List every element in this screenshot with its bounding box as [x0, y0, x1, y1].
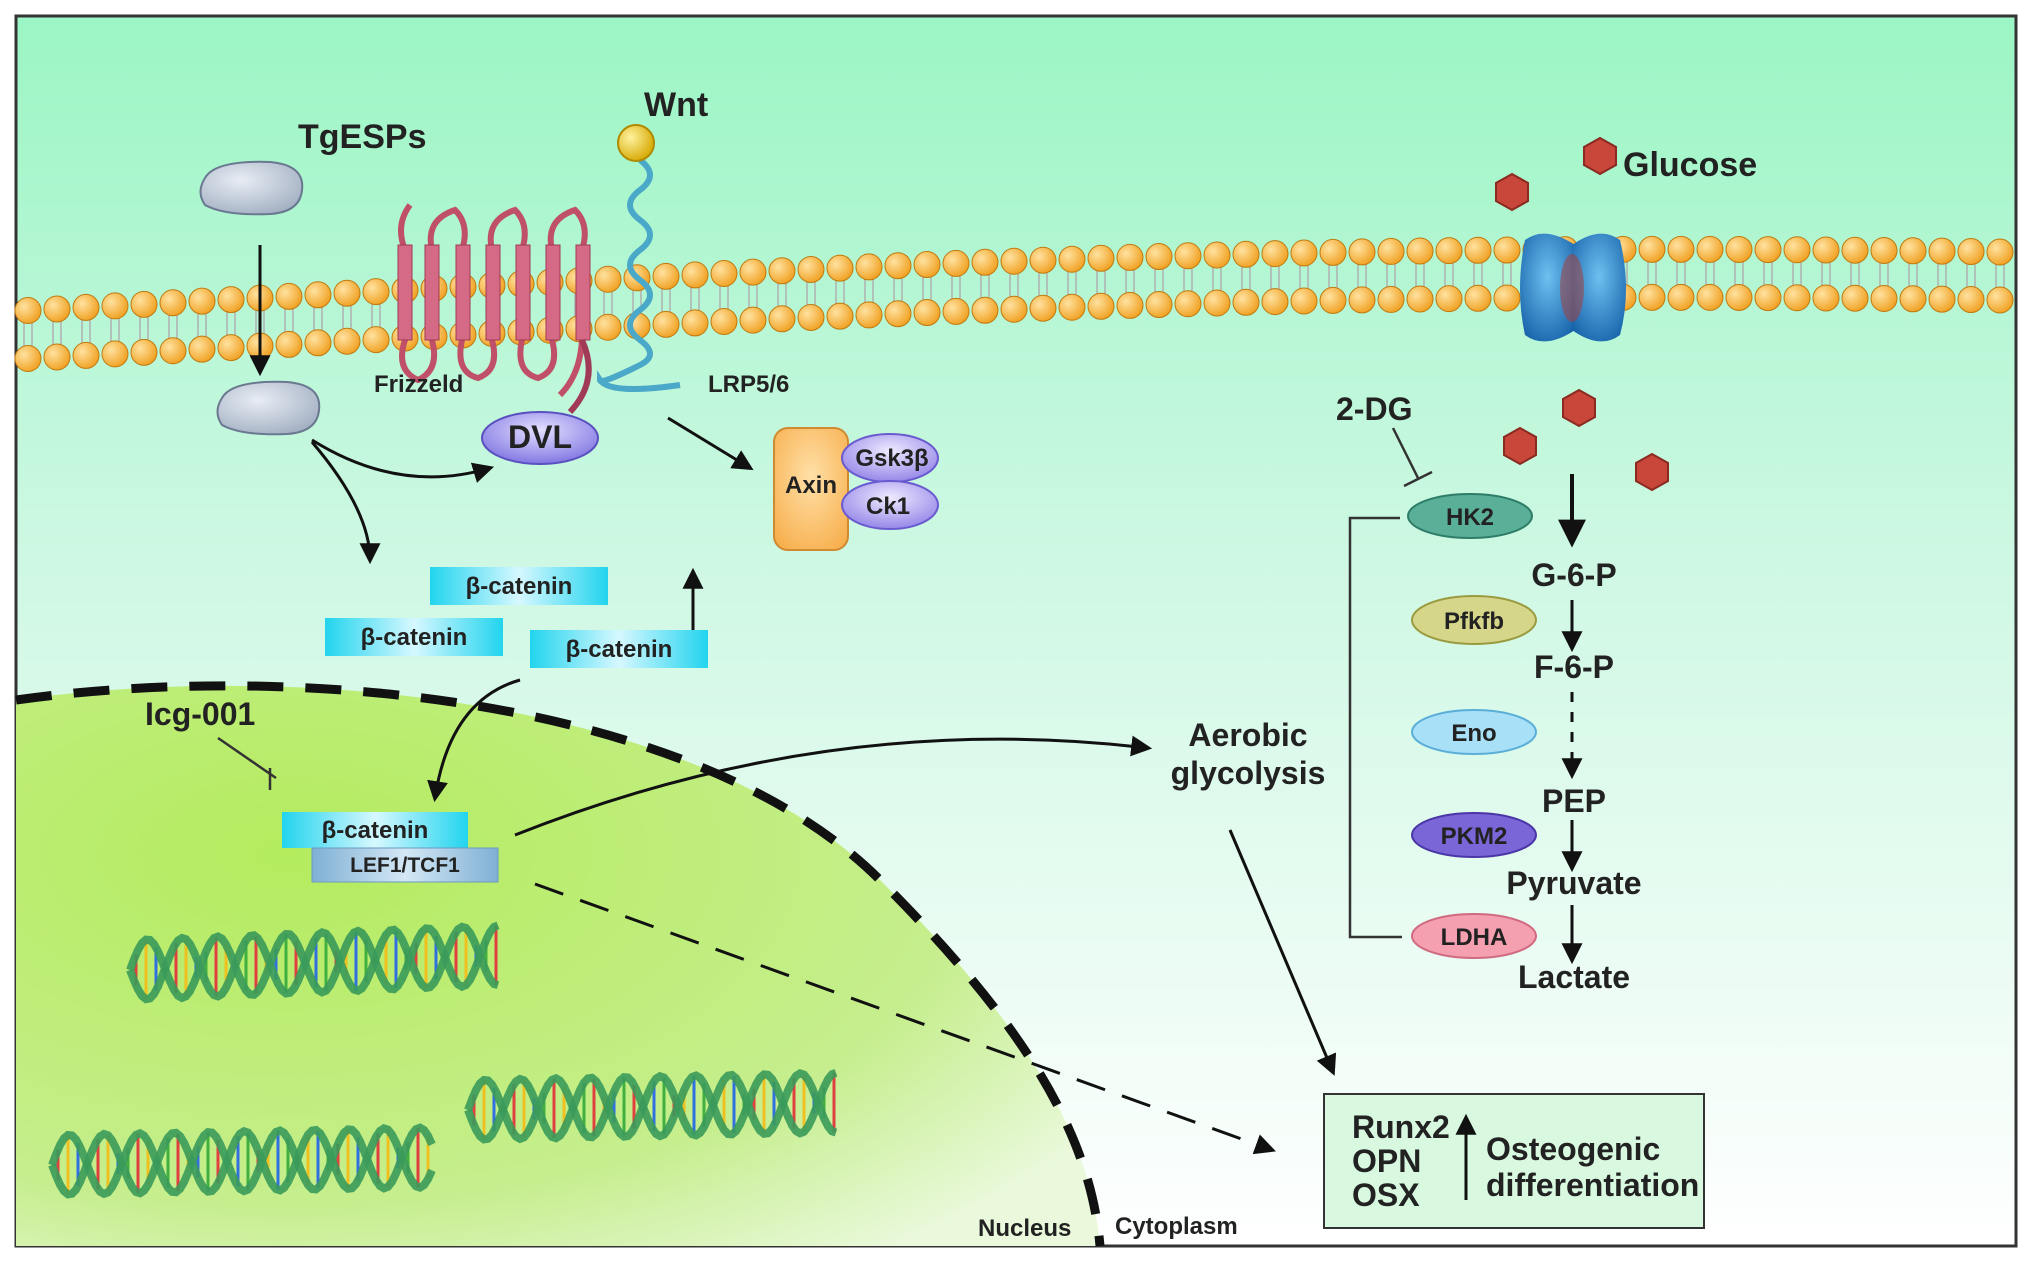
lef1-tcf1-label: LEF1/TCF1	[350, 854, 460, 877]
frizzled-label: Frizzeld	[374, 371, 463, 398]
beta-catenin-label-2: β-catenin	[361, 624, 468, 651]
gsk3b-label: Gsk3β	[855, 445, 928, 472]
nuclear-envelope	[15, 681, 1105, 1247]
hk2-enzyme	[1407, 493, 1533, 539]
lef1-tcf1-box	[311, 847, 499, 883]
icg-001-label: Icg-001	[145, 696, 255, 732]
ldha-label: LDHA	[1441, 924, 1508, 951]
osteogenic-outcome-box	[1323, 1093, 1705, 1229]
hk2-label: HK2	[1446, 504, 1494, 531]
ck1-protein	[841, 480, 939, 530]
eno-enzyme	[1411, 709, 1537, 755]
nucleus-label: Nucleus	[978, 1215, 1071, 1242]
eno-label: Eno	[1451, 720, 1496, 747]
ck1-label: Ck1	[866, 493, 910, 520]
tgesps-protein-inside	[216, 380, 321, 436]
marker-runx2: Runx2	[1352, 1109, 1450, 1145]
pyruvate-label: Pyruvate	[1506, 865, 1641, 901]
two-dg-label: 2-DG	[1336, 391, 1412, 427]
frizzled-receptor	[397, 203, 592, 415]
glucose-transporter	[1520, 233, 1626, 342]
lrp-coreceptor	[596, 157, 681, 392]
dna-helices	[48, 921, 838, 1199]
glucose-molecules	[1495, 136, 1669, 492]
wnt-ligand	[617, 124, 655, 162]
marker-opn: OPN	[1352, 1143, 1421, 1179]
aerobic-label-line2: glycolysis	[1171, 755, 1326, 791]
pep-label: PEP	[1542, 783, 1606, 819]
dvl-label: DVL	[508, 419, 572, 455]
tgesps-label: TgESPs	[298, 118, 426, 156]
dvl-protein	[481, 411, 599, 465]
cytoplasm-label: Cytoplasm	[1115, 1213, 1238, 1240]
aerobic-label-line1: Aerobic	[1188, 717, 1307, 753]
g6p-label: G-6-P	[1531, 557, 1616, 593]
pfkfb-enzyme	[1411, 595, 1537, 645]
ldha-enzyme	[1411, 913, 1537, 959]
lactate-label: Lactate	[1518, 959, 1630, 995]
inhibition-lines	[217, 427, 1433, 939]
beta-catenin-label-1: β-catenin	[466, 573, 573, 600]
beta-catenin-box-3	[530, 630, 708, 668]
glucose-label: Glucose	[1623, 146, 1757, 184]
lrp-label: LRP5/6	[708, 371, 789, 398]
beta-catenin-box-1	[430, 567, 608, 605]
marker-osx: OSX	[1352, 1177, 1420, 1213]
pkm2-enzyme	[1411, 812, 1537, 858]
osteogenic-label-line2: differentiation	[1486, 1167, 1699, 1203]
axin-protein	[773, 427, 849, 551]
f6p-label: F-6-P	[1534, 649, 1614, 685]
beta-catenin-label-3: β-catenin	[566, 636, 673, 663]
beta-catenin-nuclear-box	[282, 812, 468, 848]
wnt-label: Wnt	[644, 86, 708, 124]
tgesps-protein-outside	[199, 160, 304, 216]
beta-catenin-box-2	[325, 618, 503, 656]
pkm2-label: PKM2	[1441, 823, 1508, 850]
beta-catenin-nuclear-label: β-catenin	[322, 817, 429, 844]
axin-label: Axin	[785, 472, 837, 499]
pfkfb-label: Pfkfb	[1444, 608, 1504, 635]
osteogenic-label-line1: Osteogenic	[1486, 1131, 1660, 1167]
